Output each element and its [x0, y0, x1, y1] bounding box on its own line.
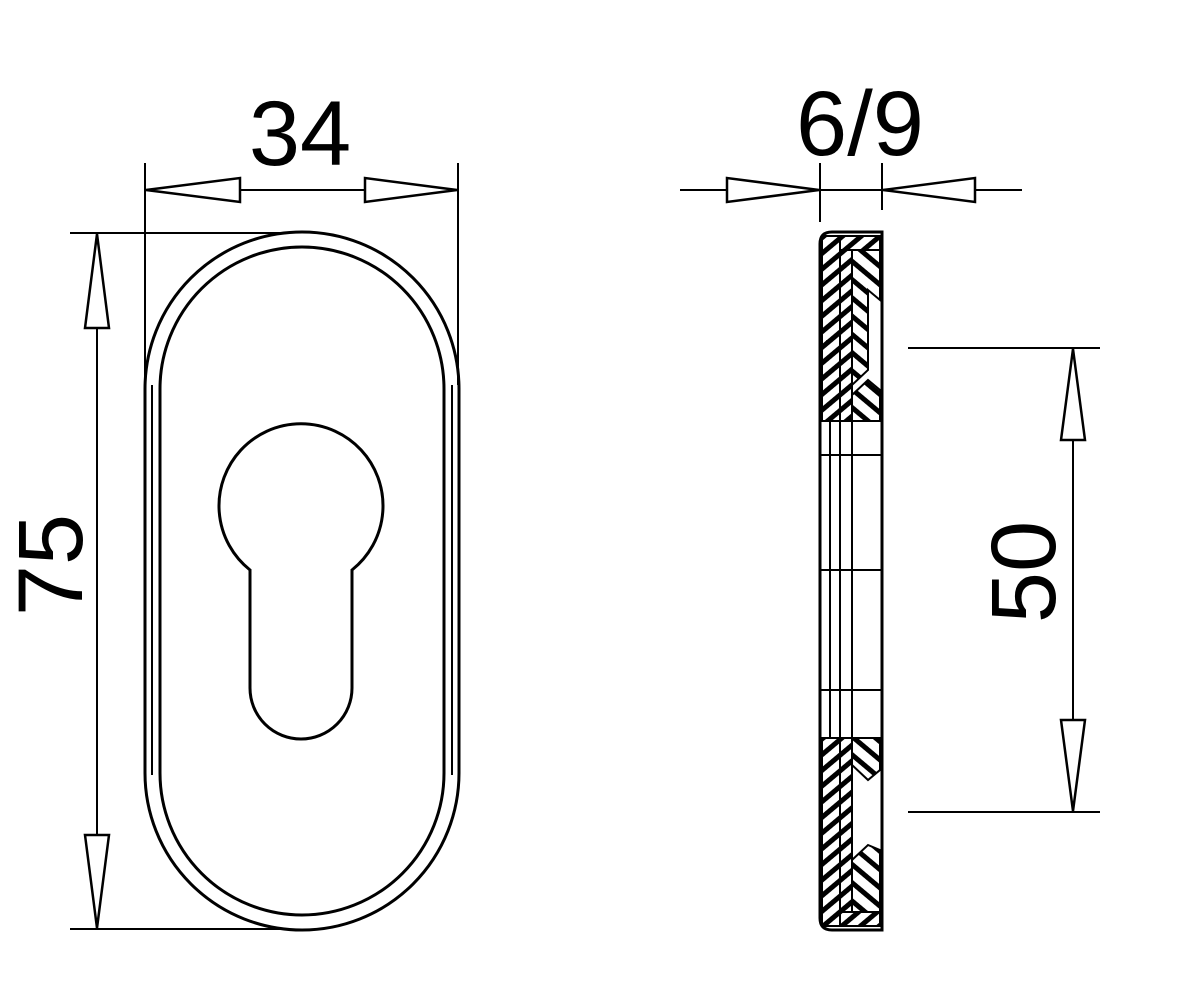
- side-profile-outline: [818, 230, 884, 932]
- keyhole-profile-cylinder: [217, 422, 385, 741]
- dimension-hole-spacing: 50: [908, 347, 1100, 813]
- side-view: 6/9 50: [680, 73, 1100, 932]
- escutcheon-outer-outline: [143, 230, 461, 932]
- escutcheon-inner-outline: [158, 245, 446, 917]
- dimension-hole-spacing-label: 50: [973, 521, 1075, 623]
- dimension-thickness-label: 6/9: [796, 73, 924, 175]
- dimension-width-label: 34: [249, 83, 351, 185]
- dimension-width: 34: [144, 83, 459, 385]
- dimension-height: 75: [0, 232, 280, 930]
- dimension-thickness: 6/9: [680, 73, 1022, 222]
- front-view: 34 75: [0, 83, 461, 932]
- dimension-height-label: 75: [0, 514, 102, 616]
